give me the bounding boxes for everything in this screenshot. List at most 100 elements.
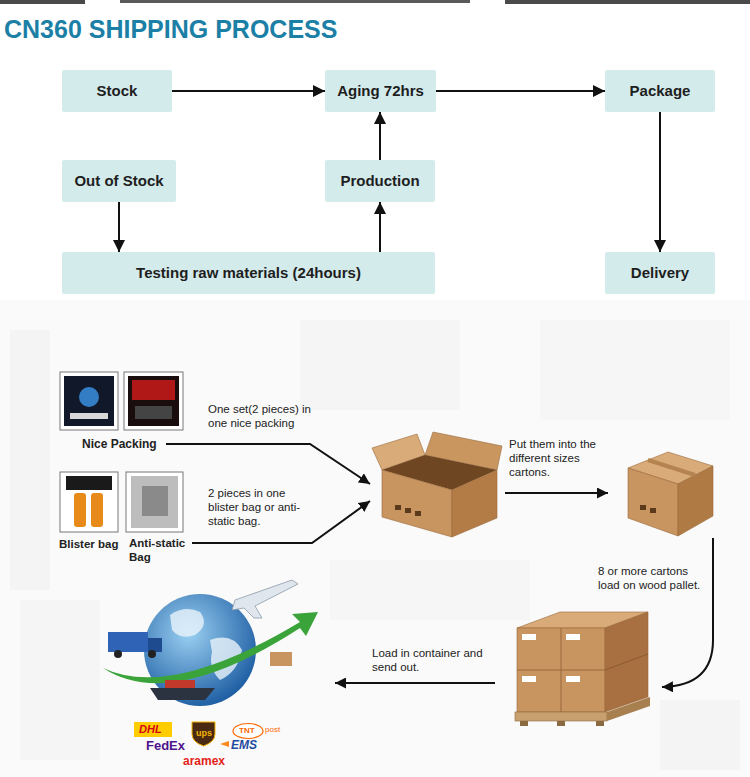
open-carton [395,505,401,510]
process-box: Delivery [605,252,715,294]
box-text: Delivery [631,264,689,282]
anti-static-bag-photo [126,472,183,532]
open-carton [382,470,452,537]
blister-bag-photo [74,493,86,527]
nice-packing-photo [132,380,175,400]
carrier-logos [220,741,229,747]
pallet-cartons [515,612,650,726]
pallet-cartons [605,612,648,712]
logo-text: aramex [183,754,225,768]
anti-static-bag-photo [131,476,178,528]
globe-shipping [148,650,156,658]
top-photo-strip [120,0,470,3]
globe-shipping [232,580,298,618]
pallet-cartons [605,654,648,670]
open-carton [415,511,421,516]
logo-text: post [265,725,280,735]
flow-arrow-line [662,538,713,687]
factory-background [540,320,730,420]
pallet-cartons [517,628,605,712]
open-carton [452,470,497,537]
factory-background [660,700,740,770]
blister-bag-photo [66,476,112,490]
box-text: Testing raw materials (24hours) [136,264,361,282]
globe-shipping [148,638,162,652]
logo-text: TNT [239,726,255,736]
diagram-title: CN360 SHIPPING PROCESS [4,15,337,44]
factory-background [10,330,50,590]
box-text: Stock [97,82,138,100]
open-carton [405,508,411,513]
logo-text: EMS [231,738,257,752]
box-text: Aging 72hrs [337,82,424,100]
anti-static-bag-photo [142,486,168,516]
factory-background [0,300,750,777]
closed-carton [628,468,678,536]
box-text: Package [630,82,691,100]
pallet-cartons [557,721,565,726]
box-text: Production [340,172,419,190]
closed-carton [678,466,713,536]
globe-shipping [144,594,256,706]
nice-packing-photo [64,376,114,426]
pallet-cartons [596,721,604,726]
pallet-cartons [566,634,580,640]
nice-packing-photo [128,376,179,426]
logo-text: ups [196,728,212,739]
globe-shipping [165,680,195,688]
pallet-cartons [607,697,650,721]
nice-packing-photo [70,413,108,419]
top-photo-strip [0,0,85,4]
nice-packing-photo [135,406,172,419]
flow-arrow [659,112,661,252]
pallet-cartons [522,676,536,682]
carrier-logos [134,722,172,737]
flow-arrow [379,202,381,252]
globe-shipping [270,652,292,666]
globe-shipping [170,609,204,637]
note-text: Load in container and send out. [372,647,484,675]
factory-background [300,320,460,410]
flow-arrow [436,90,605,92]
note-text: Put them into the different sizes carton… [509,438,605,479]
globe-shipping [103,612,318,683]
box-text: Out of Stock [74,172,163,190]
picture-caption: Blister bag [59,538,118,552]
flow-arrow [172,90,325,92]
closed-carton [648,460,695,475]
anti-static-bag-photo [126,472,183,532]
process-box: Package [605,70,715,112]
note-text: One set(2 pieces) in one nice packing [208,403,316,431]
nice-packing-photo [60,372,118,430]
pallet-cartons [566,676,580,682]
process-box: Aging 72hrs [325,70,436,112]
flow-arrow-line [166,444,370,484]
logo-text: FedEx [146,738,185,754]
blister-bag-photo [60,472,118,532]
blister-bag-photo [91,493,103,527]
flow-arrow [118,202,120,252]
process-box: Production [325,160,435,202]
globe-shipping [114,650,122,658]
pallet-cartons [515,712,607,721]
process-box: Out of Stock [62,160,176,202]
process-box: Testing raw materials (24hours) [62,252,435,294]
nice-packing-photo [60,372,183,430]
nice-packing-photo [79,387,99,407]
carrier-logos [192,722,215,746]
factory-background [20,600,100,760]
globe-shipping [108,632,148,652]
note-text: 2 pieces in one blister bag or anti-stat… [208,487,308,528]
carrier-logos [233,724,263,739]
flow-arrow-line [505,492,608,494]
pallet-cartons [520,721,528,726]
logo-text: DHL [139,723,162,736]
process-box: Stock [62,70,172,112]
open-carton [372,432,502,537]
globe-shipping [103,580,318,706]
pallet-cartons [522,634,536,640]
top-photo-strip [505,0,750,4]
blister-bag-photo [60,472,118,532]
